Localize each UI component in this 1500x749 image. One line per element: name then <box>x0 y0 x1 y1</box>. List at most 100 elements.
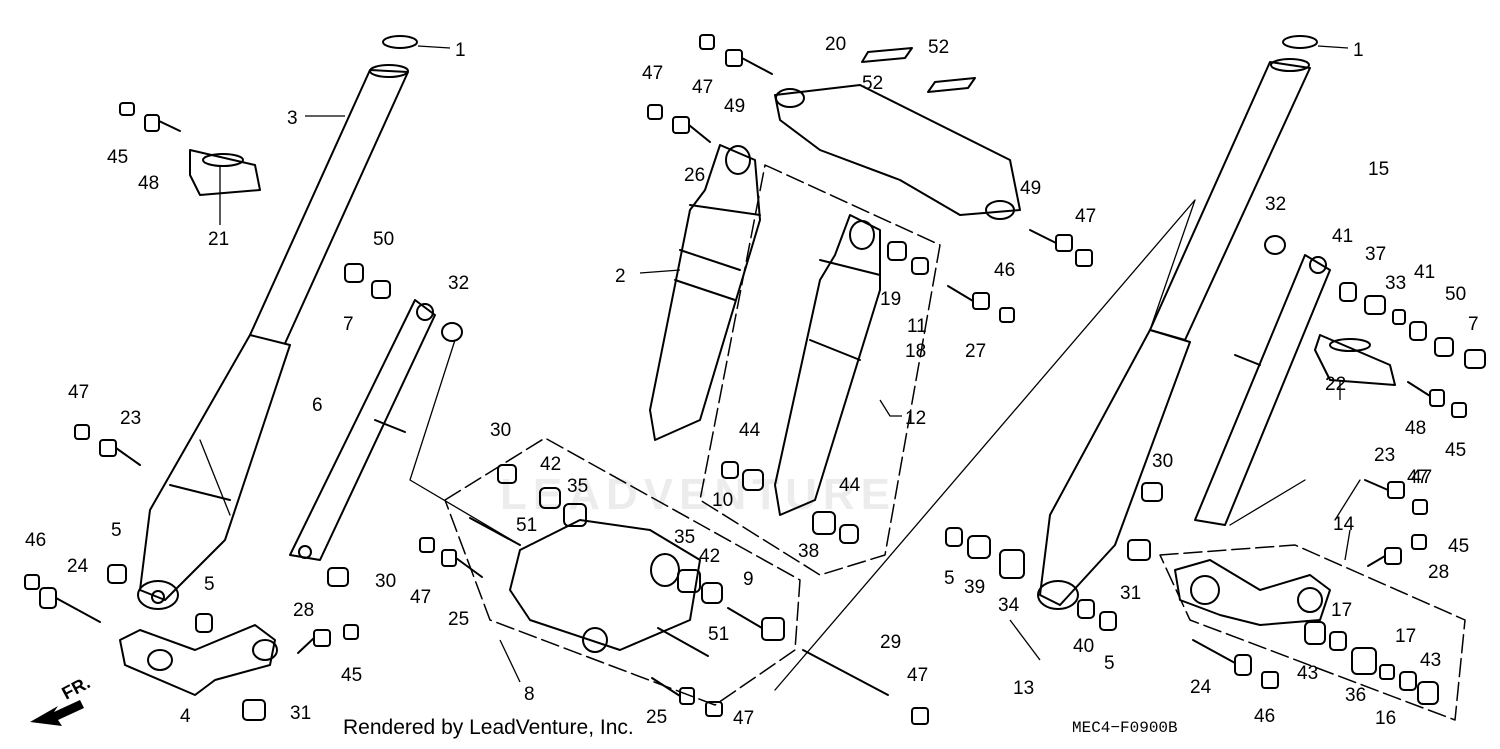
nut-47-center-right <box>1075 249 1093 267</box>
callout-47: 47 <box>410 587 431 608</box>
washer-44-b <box>839 524 859 544</box>
callout-18: 18 <box>905 341 926 362</box>
callout-labels: 1 1 2 3 4 5 5 5 5 6 7 7 8 9 10 11 12 13 … <box>25 34 1479 729</box>
callout-15: 15 <box>1368 159 1389 180</box>
callout-9: 9 <box>743 569 754 590</box>
callout-43: 43 <box>1420 650 1441 671</box>
callout-23: 23 <box>120 408 141 429</box>
right-fork-tube <box>1037 58 1311 610</box>
callout-5: 5 <box>111 520 122 541</box>
callout-38: 38 <box>798 541 819 562</box>
callout-17: 17 <box>1331 600 1352 621</box>
callout-46: 46 <box>25 530 46 551</box>
nut-47-bottom <box>705 701 723 717</box>
callout-5: 5 <box>944 568 955 589</box>
callout-49: 49 <box>1020 178 1041 199</box>
callout-42: 42 <box>699 546 720 567</box>
right-clamp <box>1314 334 1396 386</box>
nut-47-top <box>699 34 715 50</box>
collar-41-b <box>1409 321 1427 341</box>
nut-46-left <box>24 574 40 590</box>
callout-35: 35 <box>567 476 588 497</box>
nut-46-center <box>999 307 1015 323</box>
callout-42: 42 <box>540 454 561 475</box>
callout-20: 20 <box>825 34 846 55</box>
callout-24: 24 <box>67 556 89 577</box>
bolt-23-left <box>99 439 141 466</box>
callout-44: 44 <box>739 420 761 441</box>
nut-31-left <box>242 699 266 721</box>
callout-47: 47 <box>68 382 89 403</box>
bolt-49-top <box>725 49 773 75</box>
group-outline-14 <box>1159 544 1466 721</box>
diagram-code: MEC4−F0900B <box>1072 719 1178 737</box>
callout-25: 25 <box>448 609 469 630</box>
callout-47: 47 <box>1075 206 1096 227</box>
collar-43-b <box>1417 681 1439 705</box>
left-link-arm <box>289 299 436 561</box>
callout-40: 40 <box>1073 636 1094 657</box>
callout-47: 47 <box>907 665 928 686</box>
callout-47: 47 <box>642 63 663 84</box>
washer-44-a <box>742 469 764 491</box>
collar-19 <box>887 241 907 261</box>
callout-17: 17 <box>1395 626 1416 647</box>
decal-52-b <box>927 77 976 93</box>
nut-47-top-b <box>647 104 663 120</box>
callout-43: 43 <box>1297 663 1318 684</box>
callout-34: 34 <box>998 595 1020 616</box>
callout-39: 39 <box>964 577 985 598</box>
callout-51: 51 <box>516 515 537 536</box>
bolt-49-right <box>1029 229 1073 252</box>
right-lower-bracket <box>1174 559 1331 626</box>
watermark: LEADVENTURE <box>500 470 897 519</box>
callout-50: 50 <box>1445 284 1466 305</box>
callout-28: 28 <box>1428 562 1449 583</box>
callout-45: 45 <box>1445 440 1466 461</box>
callout-45: 45 <box>341 665 362 686</box>
washer-42-a <box>539 487 561 509</box>
nut-30-left <box>327 567 349 587</box>
stud-51-b <box>657 627 709 657</box>
left-lower-bracket <box>119 624 278 696</box>
callout-3: 3 <box>287 108 298 129</box>
nut-47-bolt-29 <box>911 707 929 725</box>
washer-16 <box>1379 664 1395 680</box>
washer-32-left <box>441 322 463 342</box>
collar-36 <box>1351 647 1377 675</box>
nut-31-right <box>1127 539 1151 561</box>
washer-17-a <box>1329 631 1347 651</box>
left-clamp-bolt <box>144 114 181 132</box>
callout-10: 10 <box>712 490 733 511</box>
callout-13: 13 <box>1013 678 1034 699</box>
right-link-arm <box>1194 254 1331 526</box>
washer-42-b <box>701 582 723 604</box>
nut-46-right <box>1261 671 1279 689</box>
bolt-25-b <box>651 677 695 705</box>
callout-8: 8 <box>524 684 535 705</box>
nut-47-left <box>74 424 90 440</box>
bolt-48-right <box>1407 381 1445 407</box>
callout-45: 45 <box>107 147 128 168</box>
callout-6: 6 <box>312 395 323 416</box>
callout-11: 11 <box>907 316 927 337</box>
collar-40 <box>1077 599 1095 619</box>
collar-35-a <box>563 503 587 527</box>
bolt-25-a <box>441 549 483 578</box>
center-swing-arm <box>509 519 701 653</box>
callout-51: 51 <box>708 624 729 645</box>
collar-5-left-a <box>107 564 127 584</box>
callout-19: 19 <box>880 289 901 310</box>
callout-47: 47 <box>692 77 713 98</box>
nut-45-right-upper <box>1451 402 1467 418</box>
callout-24: 24 <box>1190 677 1212 698</box>
left-clamp <box>189 149 261 196</box>
bolt-26 <box>672 116 711 143</box>
front-direction-arrow: FR. <box>30 672 93 726</box>
nut-30-right <box>1141 482 1163 502</box>
nut-30-center <box>497 464 517 484</box>
collar-50-right <box>1434 337 1454 357</box>
callout-21: 21 <box>208 229 229 250</box>
callout-4: 4 <box>180 706 191 727</box>
